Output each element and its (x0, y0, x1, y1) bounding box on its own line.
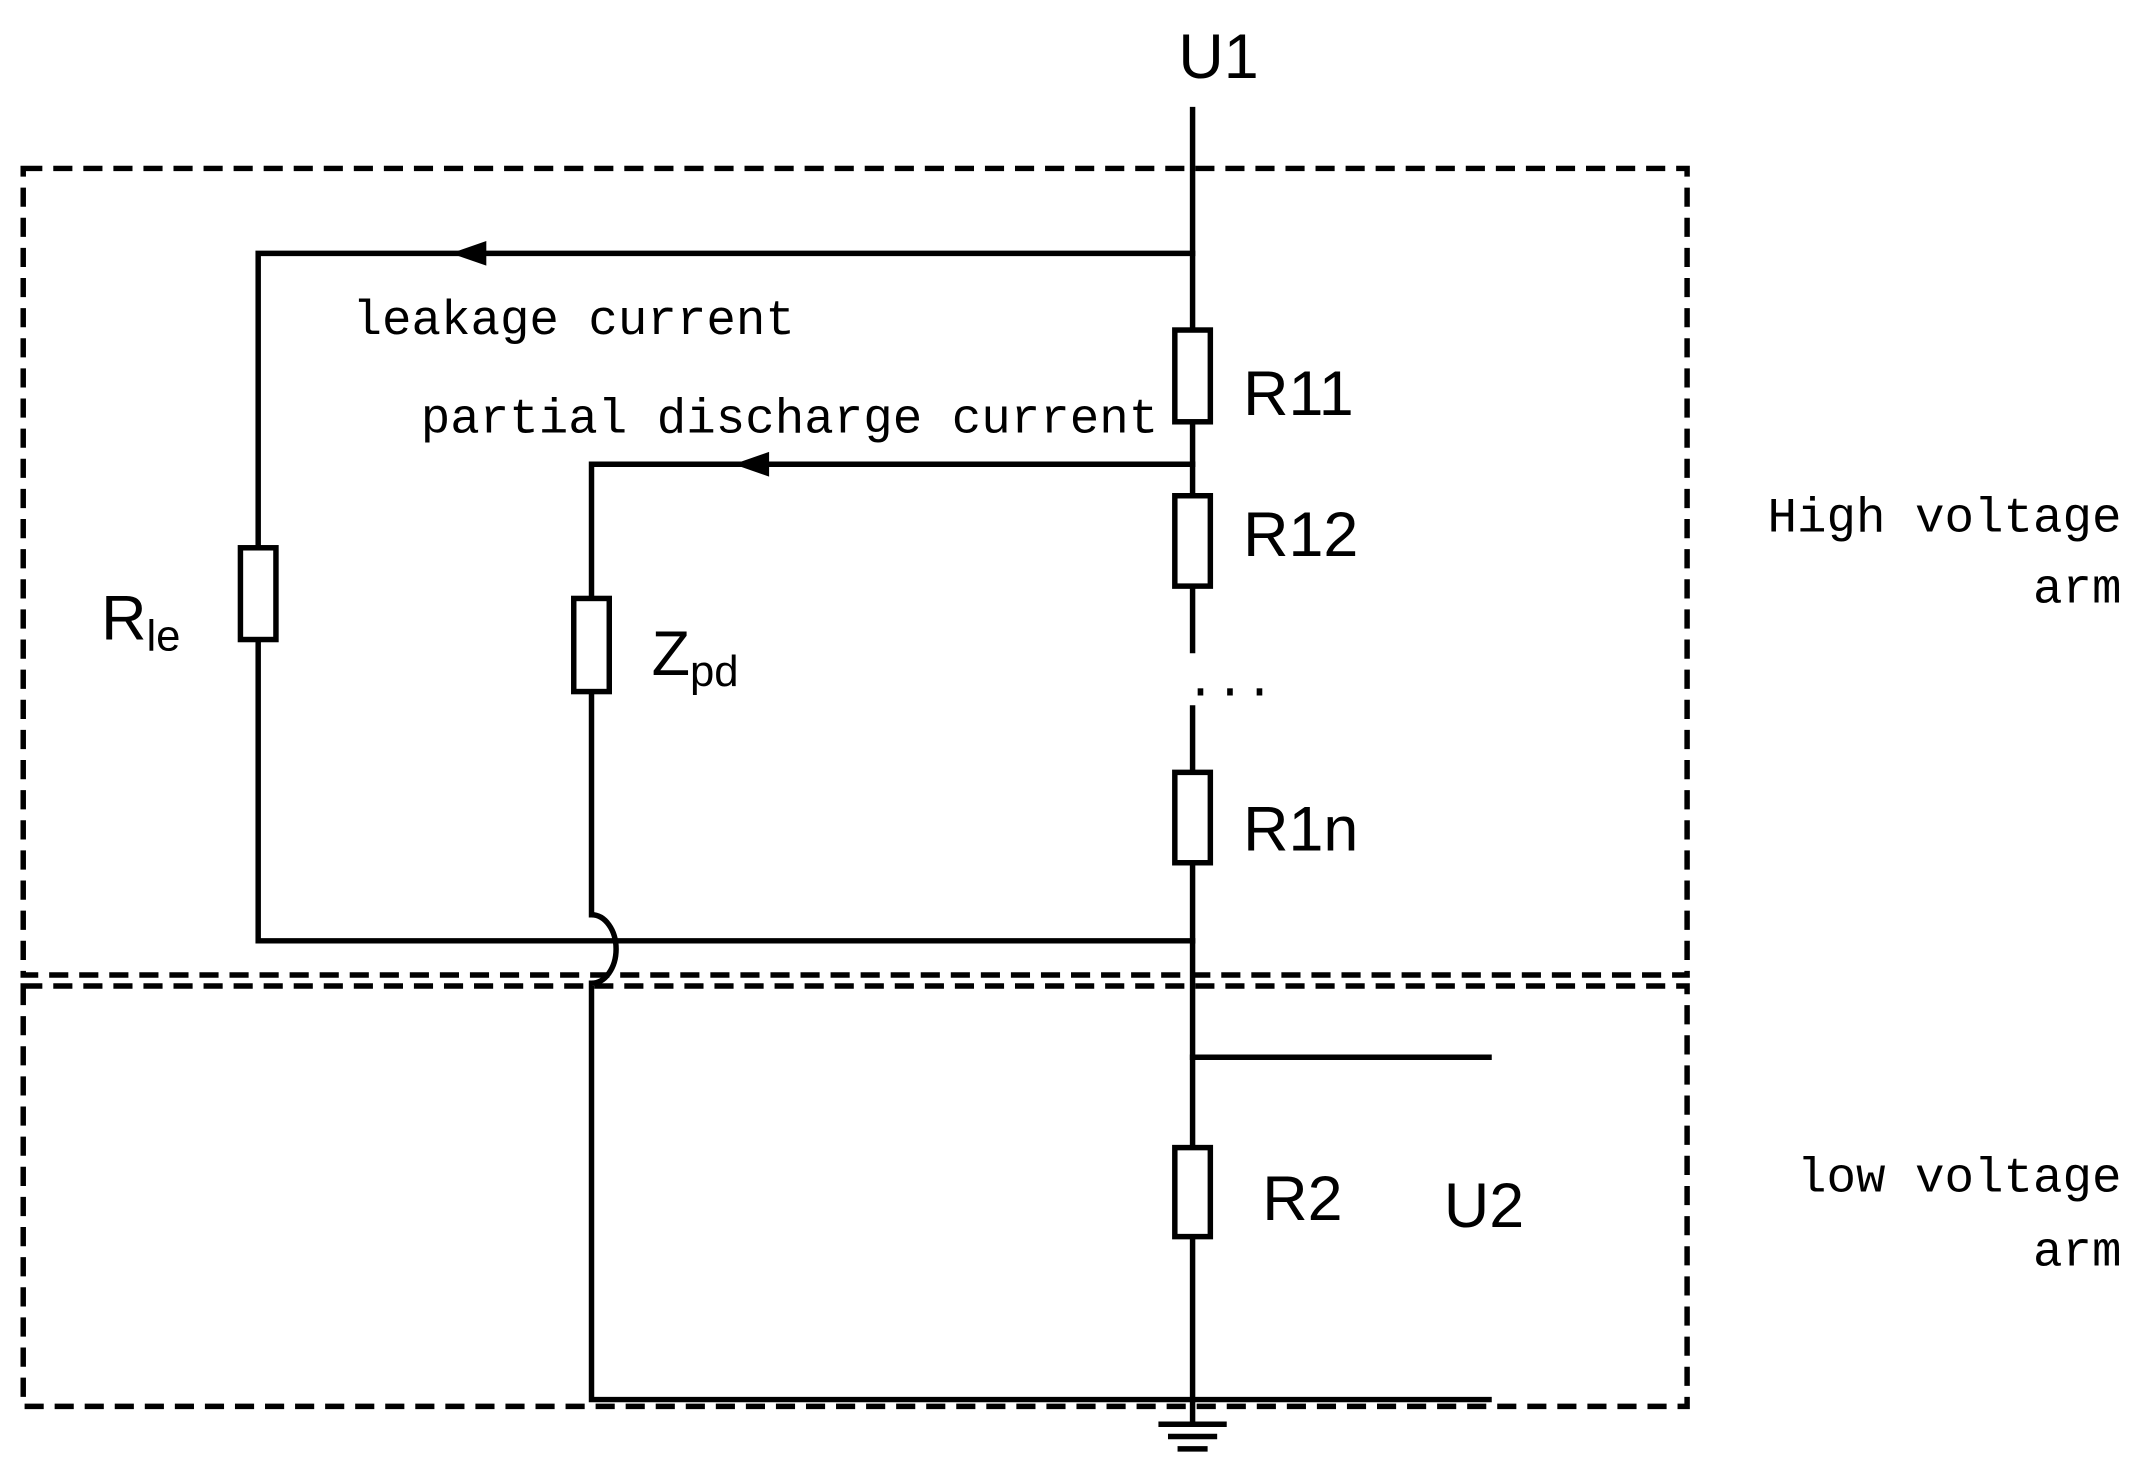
resistor-r1n (1172, 769, 1214, 866)
ground-icon (1158, 1421, 1227, 1452)
resistor-r11-label: R11 (1243, 359, 1354, 429)
ellipsis-label: ... (1186, 655, 1275, 711)
resistor-r11 (1172, 327, 1214, 425)
impedance-zpd-label-sub: pd (690, 647, 739, 696)
low-voltage-arm-label-line1: low voltage (1797, 1150, 2122, 1206)
high-voltage-arm-label-line1: High voltage (1768, 490, 2122, 546)
resistor-r1n-label: R1n (1243, 794, 1358, 864)
resistor-rle (237, 545, 279, 643)
resistor-r2-label: R2 (1262, 1164, 1342, 1234)
leakage-current-label: leakage current (352, 293, 795, 349)
resistor-r12-label: R12 (1243, 500, 1358, 570)
resistor-r12 (1172, 493, 1214, 589)
partial-discharge-current-arrow (733, 451, 770, 477)
leakage-current-path (255, 250, 1196, 944)
impedance-zpd (571, 595, 612, 695)
leakage-current-arrow (450, 241, 487, 266)
resistor-r2 (1172, 1144, 1214, 1240)
resistor-rle-label-main: R (101, 583, 146, 653)
low-voltage-arm-region (20, 983, 1690, 1410)
impedance-zpd-label-main: Z (652, 619, 690, 689)
partial-discharge-current-path (588, 461, 1492, 1403)
resistor-rle-label-sub: le (146, 611, 180, 660)
impedance-zpd-label: Zpd (652, 619, 739, 696)
output-voltage-label: U2 (1444, 1171, 1524, 1241)
input-voltage-label: U1 (1178, 22, 1258, 92)
resistor-rle-label: Rle (101, 583, 180, 660)
low-voltage-arm-label-line2: arm (2033, 1224, 2122, 1280)
partial-discharge-current-label: partial discharge current (421, 392, 1158, 448)
high-voltage-arm-label-line2: arm (2033, 562, 2122, 618)
